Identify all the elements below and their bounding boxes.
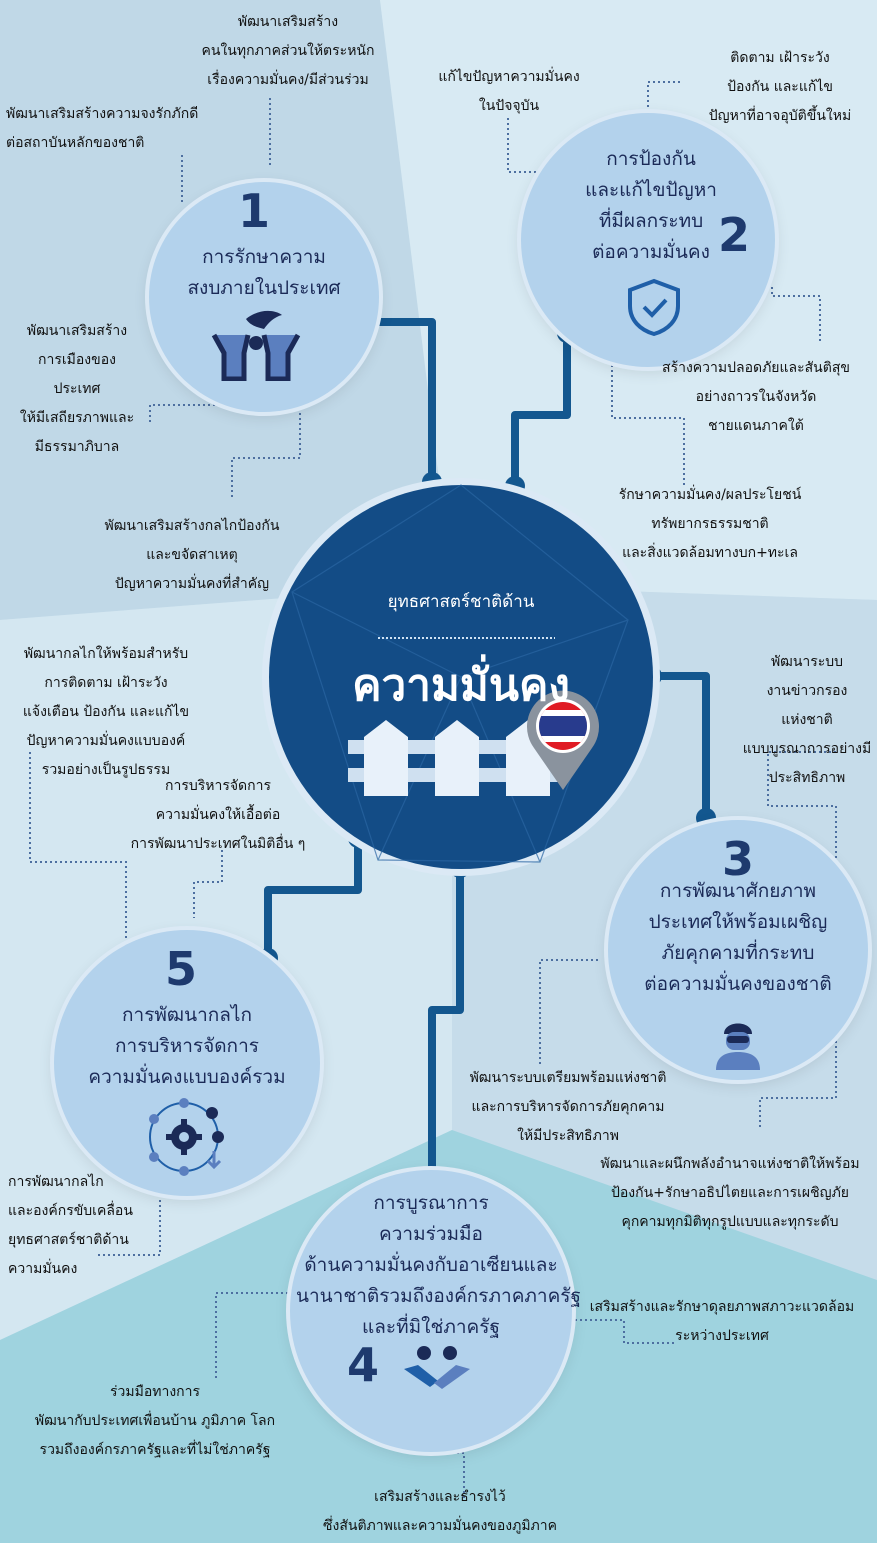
- connector-lines: [264, 318, 710, 1182]
- node-4-circle: [290, 1170, 572, 1452]
- annotation-node4-bottom: เสริมสร้างและธำรงไว้ ซึ่งสันติภาพและความ…: [322, 1489, 558, 1534]
- node-3-number: 3: [722, 832, 755, 886]
- annotation-node1-bottom: พัฒนาเสริมสร้างกลไกป้องกัน และขจัดสาเหตุ…: [104, 518, 280, 592]
- annotation-node5-top-left: พัฒนากลไกให้พร้อมสำหรับ การติดตาม เฝ้าระ…: [22, 646, 190, 778]
- annotation-node5-bottom: การพัฒนากลไก และองค์กรขับเคลื่อน ยุทธศาส…: [8, 1174, 133, 1277]
- node-5-number: 5: [165, 942, 198, 996]
- node-1-title: การรักษาความ สงบภายในประเทศ: [187, 246, 341, 299]
- thailand-flag-pin-icon: [527, 690, 599, 790]
- center-title: ความมั่นคง: [352, 660, 570, 711]
- annotation-node1-left-top: พัฒนาเสริมสร้างความจงรักภักดี ต่อสถาบันห…: [6, 106, 199, 151]
- fence-icon: [348, 720, 558, 796]
- annotation-node5-top: การบริหารจัดการ ความมั่นคงให้เอื้อต่อ กา…: [130, 778, 306, 852]
- annotation-node2-top-left: แก้ไขปัญหาความมั่นคง ในปัจจุบัน: [438, 69, 580, 114]
- people-with-dove-icon: [211, 310, 301, 381]
- node-1-number: 1: [238, 184, 271, 238]
- node-2-title: การป้องกัน และแก้ไขปัญหา ที่มีผลกระทบ ต่…: [585, 148, 717, 263]
- handshake-icon: [404, 1346, 470, 1389]
- annotation-node4-right: เสริมสร้างและรักษาดุลยภาพสภาวะแวดล้อม ระ…: [589, 1299, 855, 1344]
- node-2-number: 2: [718, 208, 751, 262]
- annotation-node1-left: พัฒนาเสริมสร้าง การเมืองของ ประเทศ ให้มี…: [19, 323, 135, 455]
- annotation-node2-bottom: รักษาความมั่นคง/ผลประโยชน์ ทรัพยากรธรรมช…: [618, 487, 802, 561]
- soldier-icon: [716, 1023, 760, 1070]
- node-5-title: การพัฒนากลไก การบริหารจัดการ ความมั่นคงแ…: [88, 1004, 286, 1088]
- annotation-node4-left: ร่วมมือทางการ พัฒนากับประเทศเพื่อนบ้าน ภ…: [34, 1384, 276, 1458]
- shield-check-icon: [628, 278, 680, 336]
- node-4-title: การบูรณาการ ความร่วมมือ ด้านความมั่นคงกั…: [296, 1192, 581, 1338]
- node-4-number: 4: [347, 1338, 380, 1392]
- node-1-circle: [149, 182, 379, 412]
- annotation-node1-top: พัฒนาเสริมสร้าง คนในทุกภาคส่วนให้ตระหนัก…: [201, 14, 375, 88]
- annotation-node3-top: พัฒนาระบบ งานข่าวกรอง แห่งชาติ แบบบูรณาก…: [742, 654, 872, 786]
- annotation-node3-bottom: พัฒนาและผนึกพลังอำนาจแห่งชาติให้พร้อม ป้…: [600, 1156, 860, 1230]
- annotation-node2-top-right: ติดตาม เฝ้าระวัง ป้องกัน และแก้ไข ปัญหาท…: [708, 50, 852, 124]
- gear-network-icon: [149, 1098, 224, 1176]
- node-3-title: การพัฒนาศักยภาพ ประเทศให้พร้อมเผชิญ ภัยค…: [644, 880, 832, 995]
- node-2-circle: [521, 113, 775, 367]
- annotation-node3-left: พัฒนาระบบเตรียมพร้อมแห่งชาติ และการบริหา…: [469, 1070, 667, 1144]
- center-subtitle: ยุทธศาสตร์ชาติด้าน: [387, 592, 535, 612]
- annotation-node2-right: สร้างความปลอดภัยและสันติสุข อย่างถาวรในจ…: [662, 360, 850, 434]
